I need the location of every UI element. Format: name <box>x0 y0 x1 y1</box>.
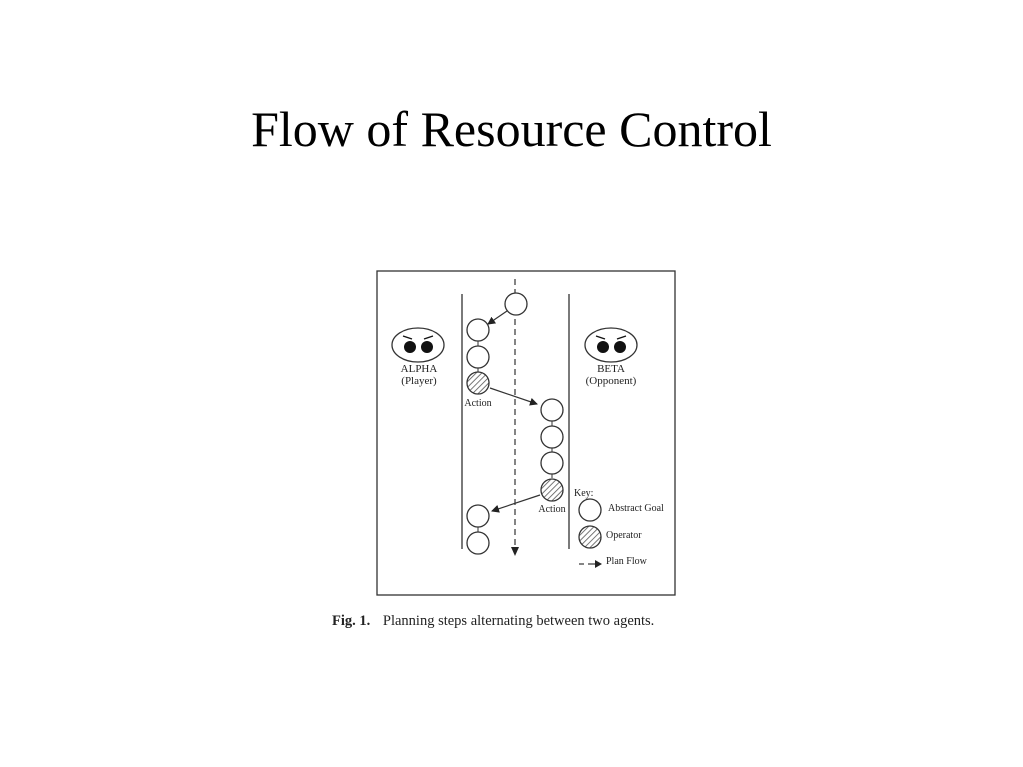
key-plan-flow-swatch <box>579 560 602 568</box>
key-abstract-goal-swatch <box>578 498 602 522</box>
key-operator-swatch <box>578 525 602 549</box>
goal-node <box>466 504 490 528</box>
key-abstract-goal-label: Abstract Goal <box>608 503 664 514</box>
goal-node <box>466 531 490 555</box>
action-label: Action <box>538 504 565 515</box>
goal-node <box>540 425 564 449</box>
goal-node <box>466 318 490 342</box>
slide-title: Flow of Resource Control <box>251 101 772 157</box>
beta-name: BETA <box>597 363 625 375</box>
key-operator-label: Operator <box>606 530 642 541</box>
figure-caption: Fig. 1. Planning steps alternating betwe… <box>332 613 654 629</box>
goal-node <box>540 398 564 422</box>
key-plan-flow-label: Plan Flow <box>606 556 648 567</box>
figure-frame <box>376 270 676 596</box>
plan-flow-arrowhead <box>511 547 519 556</box>
operator-node <box>466 371 490 395</box>
caption-prefix: Fig. 1. <box>332 613 370 629</box>
flow-arrow <box>487 310 508 325</box>
alpha-name: ALPHA <box>401 363 438 375</box>
goal-node <box>540 451 564 475</box>
operator-node <box>540 478 564 502</box>
beta-agent-icon <box>584 327 638 363</box>
goal-node <box>504 292 528 316</box>
alpha-agent-icon <box>391 327 445 363</box>
flow-arrow <box>489 387 538 406</box>
key-title: Key: <box>574 488 593 499</box>
beta-role: (Opponent) <box>586 375 637 387</box>
caption-text: Planning steps alternating between two a… <box>383 613 654 629</box>
goal-node <box>466 345 490 369</box>
flow-arrow <box>491 494 541 513</box>
alpha-role: (Player) <box>401 375 437 387</box>
action-label: Action <box>464 398 491 409</box>
